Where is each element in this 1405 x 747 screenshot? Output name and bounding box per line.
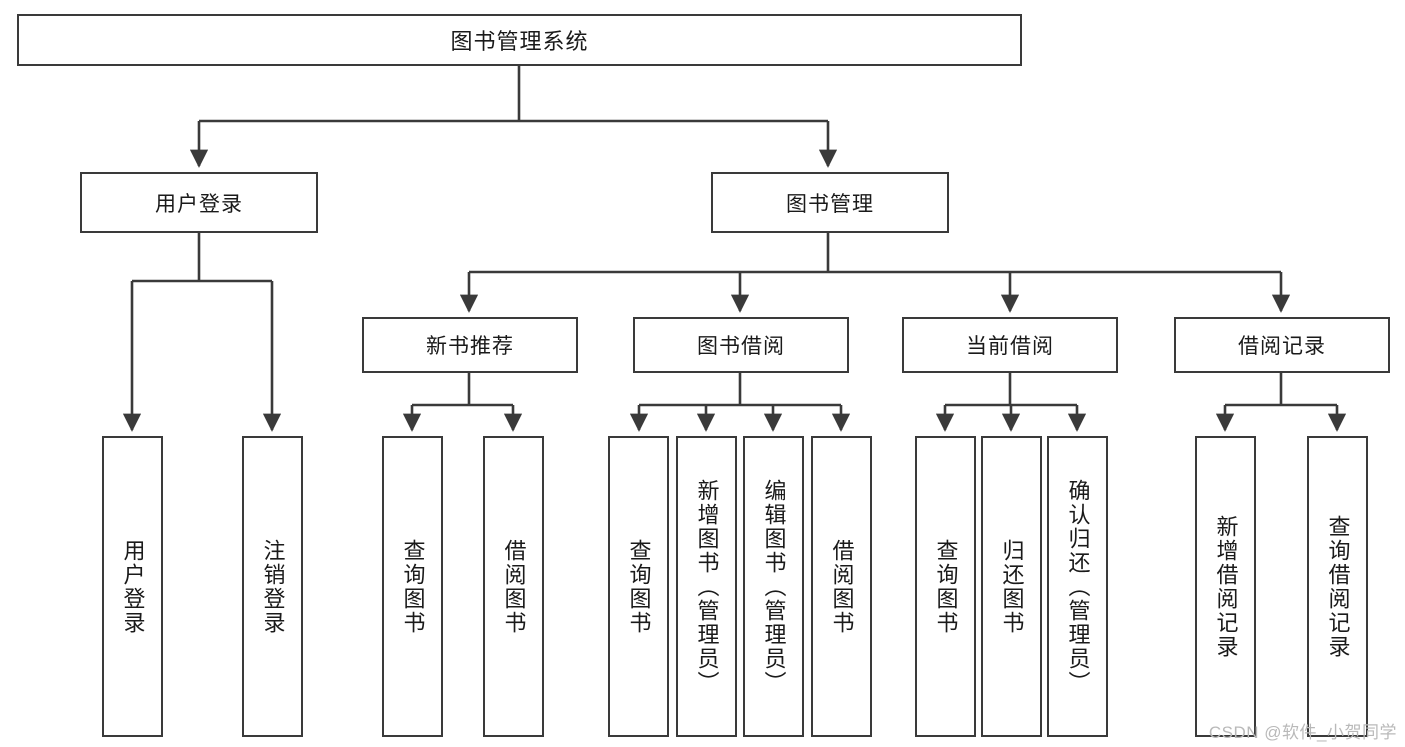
node-book-management[interactable]: 图书管理 xyxy=(711,172,949,233)
leaf-book-borrow-add[interactable]: 新增图书（管理员） xyxy=(676,436,737,737)
node-borrow-record[interactable]: 借阅记录 xyxy=(1174,317,1390,373)
leaf-label: 新增图书（管理员） xyxy=(694,478,720,695)
leaf-borrow-record-query[interactable]: 查询借阅记录 xyxy=(1307,436,1368,737)
leaf-current-borrow-query[interactable]: 查询图书 xyxy=(915,436,976,737)
node-book-borrow[interactable]: 图书借阅 xyxy=(633,317,849,373)
node-root-system[interactable]: 图书管理系统 xyxy=(17,14,1022,66)
leaf-label: 确认归还（管理员） xyxy=(1065,478,1091,695)
leaf-book-borrow-query[interactable]: 查询图书 xyxy=(608,436,669,737)
node-root-label: 图书管理系统 xyxy=(450,29,589,54)
leaf-label: 查询图书 xyxy=(400,538,426,635)
node-current-borrow[interactable]: 当前借阅 xyxy=(902,317,1118,373)
node-book-borrow-label: 图书借阅 xyxy=(697,335,785,358)
leaf-label: 查询图书 xyxy=(933,538,959,635)
leaf-label: 注销登录 xyxy=(260,538,286,635)
leaf-label: 编辑图书（管理员） xyxy=(761,478,787,695)
leaf-current-borrow-return[interactable]: 归还图书 xyxy=(981,436,1042,737)
leaf-new-book-query[interactable]: 查询图书 xyxy=(382,436,443,737)
leaf-label: 用户登录 xyxy=(120,538,146,635)
leaf-current-borrow-confirm-return[interactable]: 确认归还（管理员） xyxy=(1047,436,1108,737)
leaf-label: 新增借阅记录 xyxy=(1213,514,1239,659)
leaf-book-borrow-edit[interactable]: 编辑图书（管理员） xyxy=(743,436,804,737)
node-new-book-recommend[interactable]: 新书推荐 xyxy=(362,317,578,373)
node-current-borrow-label: 当前借阅 xyxy=(966,335,1054,358)
leaf-label: 查询借阅记录 xyxy=(1325,514,1351,659)
leaf-label: 归还图书 xyxy=(999,538,1025,635)
leaf-label: 借阅图书 xyxy=(829,538,855,635)
node-user-login[interactable]: 用户登录 xyxy=(80,172,318,233)
leaf-user-login-signin[interactable]: 用户登录 xyxy=(102,436,163,737)
node-new-book-recommend-label: 新书推荐 xyxy=(426,335,514,358)
leaf-new-book-borrow[interactable]: 借阅图书 xyxy=(483,436,544,737)
node-user-login-label: 用户登录 xyxy=(155,192,243,216)
leaf-label: 借阅图书 xyxy=(501,538,527,635)
node-book-management-label: 图书管理 xyxy=(786,192,874,216)
node-borrow-record-label: 借阅记录 xyxy=(1238,335,1326,358)
leaf-book-borrow-borrow[interactable]: 借阅图书 xyxy=(811,436,872,737)
leaf-user-login-signout[interactable]: 注销登录 xyxy=(242,436,303,737)
leaf-label: 查询图书 xyxy=(626,538,652,635)
leaf-borrow-record-add[interactable]: 新增借阅记录 xyxy=(1195,436,1256,737)
